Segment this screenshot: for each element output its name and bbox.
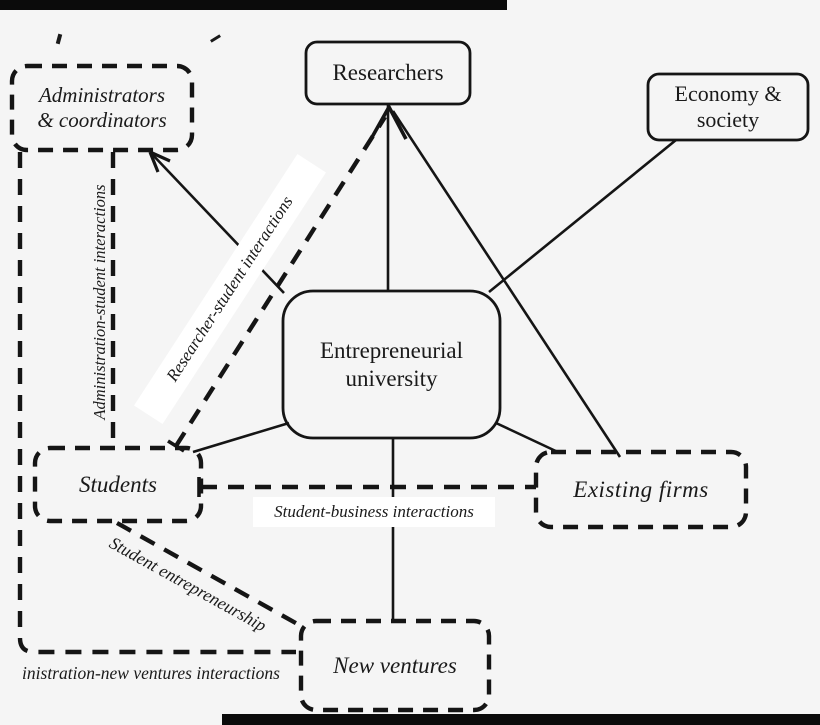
new-ventures-box bbox=[298, 618, 492, 713]
edge-economy-university-line bbox=[488, 138, 677, 294]
edge-students-newventures-dashed-line bbox=[115, 521, 303, 628]
edge-administrators-newventures-dashed-line bbox=[17, 152, 296, 655]
student-business-edge-label: Student-business interactions bbox=[253, 497, 495, 527]
existing-firms-box bbox=[533, 449, 749, 530]
edge-university-existingfirms-line bbox=[495, 421, 561, 455]
university-box bbox=[281, 289, 502, 440]
admin-newventures-edge-label: inistration-new ventures interactions bbox=[22, 662, 280, 683]
university-label-line2: university bbox=[345, 365, 438, 391]
existing-firms-label-text: Existing firms bbox=[573, 476, 709, 502]
researchers-box bbox=[304, 40, 472, 106]
edge-students-researchers-dashed-line bbox=[174, 115, 387, 448]
administrators-label: Administrators & coordinators bbox=[12, 66, 192, 150]
university-label-line1: Entrepreneurial bbox=[319, 338, 464, 364]
researchers-label-text: Researchers bbox=[332, 60, 444, 86]
admin-student-edge-label: Administration-student interactions bbox=[90, 184, 109, 420]
administrators-label-line2: & coordinators bbox=[37, 108, 167, 132]
administrators-label-line1: Administrators bbox=[38, 83, 166, 108]
university-label: Entrepreneurial university bbox=[283, 291, 500, 438]
new-ventures-label-text: New ventures bbox=[333, 652, 457, 678]
existing-firms-label: Existing firms bbox=[536, 452, 746, 527]
administrators-box bbox=[9, 63, 195, 153]
bottom-crop-bar bbox=[222, 714, 820, 725]
arrowhead-at-administrators-wing2-icon bbox=[149, 150, 171, 163]
students-label-text: Students bbox=[79, 471, 157, 497]
economy-box bbox=[646, 72, 810, 142]
economy-label-line2: society bbox=[696, 107, 760, 132]
edge-researchers-existingfirms-line bbox=[391, 110, 622, 458]
researchers-label: Researchers bbox=[306, 42, 470, 104]
top-crop-bar bbox=[0, 0, 507, 10]
arrowhead-at-researchers-icon bbox=[369, 103, 408, 140]
edge-university-students-line bbox=[192, 421, 290, 454]
arrowhead-at-administrators-wing1-icon bbox=[148, 151, 160, 173]
new-ventures-label: New ventures bbox=[301, 621, 489, 710]
students-box bbox=[32, 445, 204, 524]
students-label: Students bbox=[35, 448, 201, 521]
economy-label-line1: Economy & bbox=[674, 81, 782, 107]
economy-label: Economy & society bbox=[648, 74, 808, 140]
